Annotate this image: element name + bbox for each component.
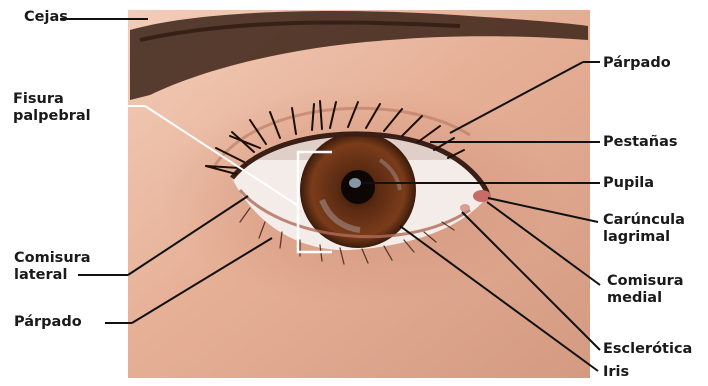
label-esclerotica: Esclerótica	[603, 341, 692, 358]
caruncle-shape	[473, 190, 491, 202]
label-parpado-left: Párpado	[14, 314, 82, 331]
label-pupila: Pupila	[603, 175, 654, 192]
label-iris: Iris	[603, 364, 629, 381]
label-comisura-medial: Comisura medial	[607, 273, 684, 307]
label-parpado-right: Párpado	[603, 55, 671, 72]
label-cejas: Cejas	[24, 9, 68, 26]
label-pestanas: Pestañas	[603, 134, 678, 151]
label-fisura-palpebral: Fisura palpebral	[13, 91, 91, 125]
label-comisura-lateral: Comisura lateral	[14, 250, 91, 284]
label-caruncula-lagrimal: Carúncula lagrimal	[603, 212, 685, 246]
